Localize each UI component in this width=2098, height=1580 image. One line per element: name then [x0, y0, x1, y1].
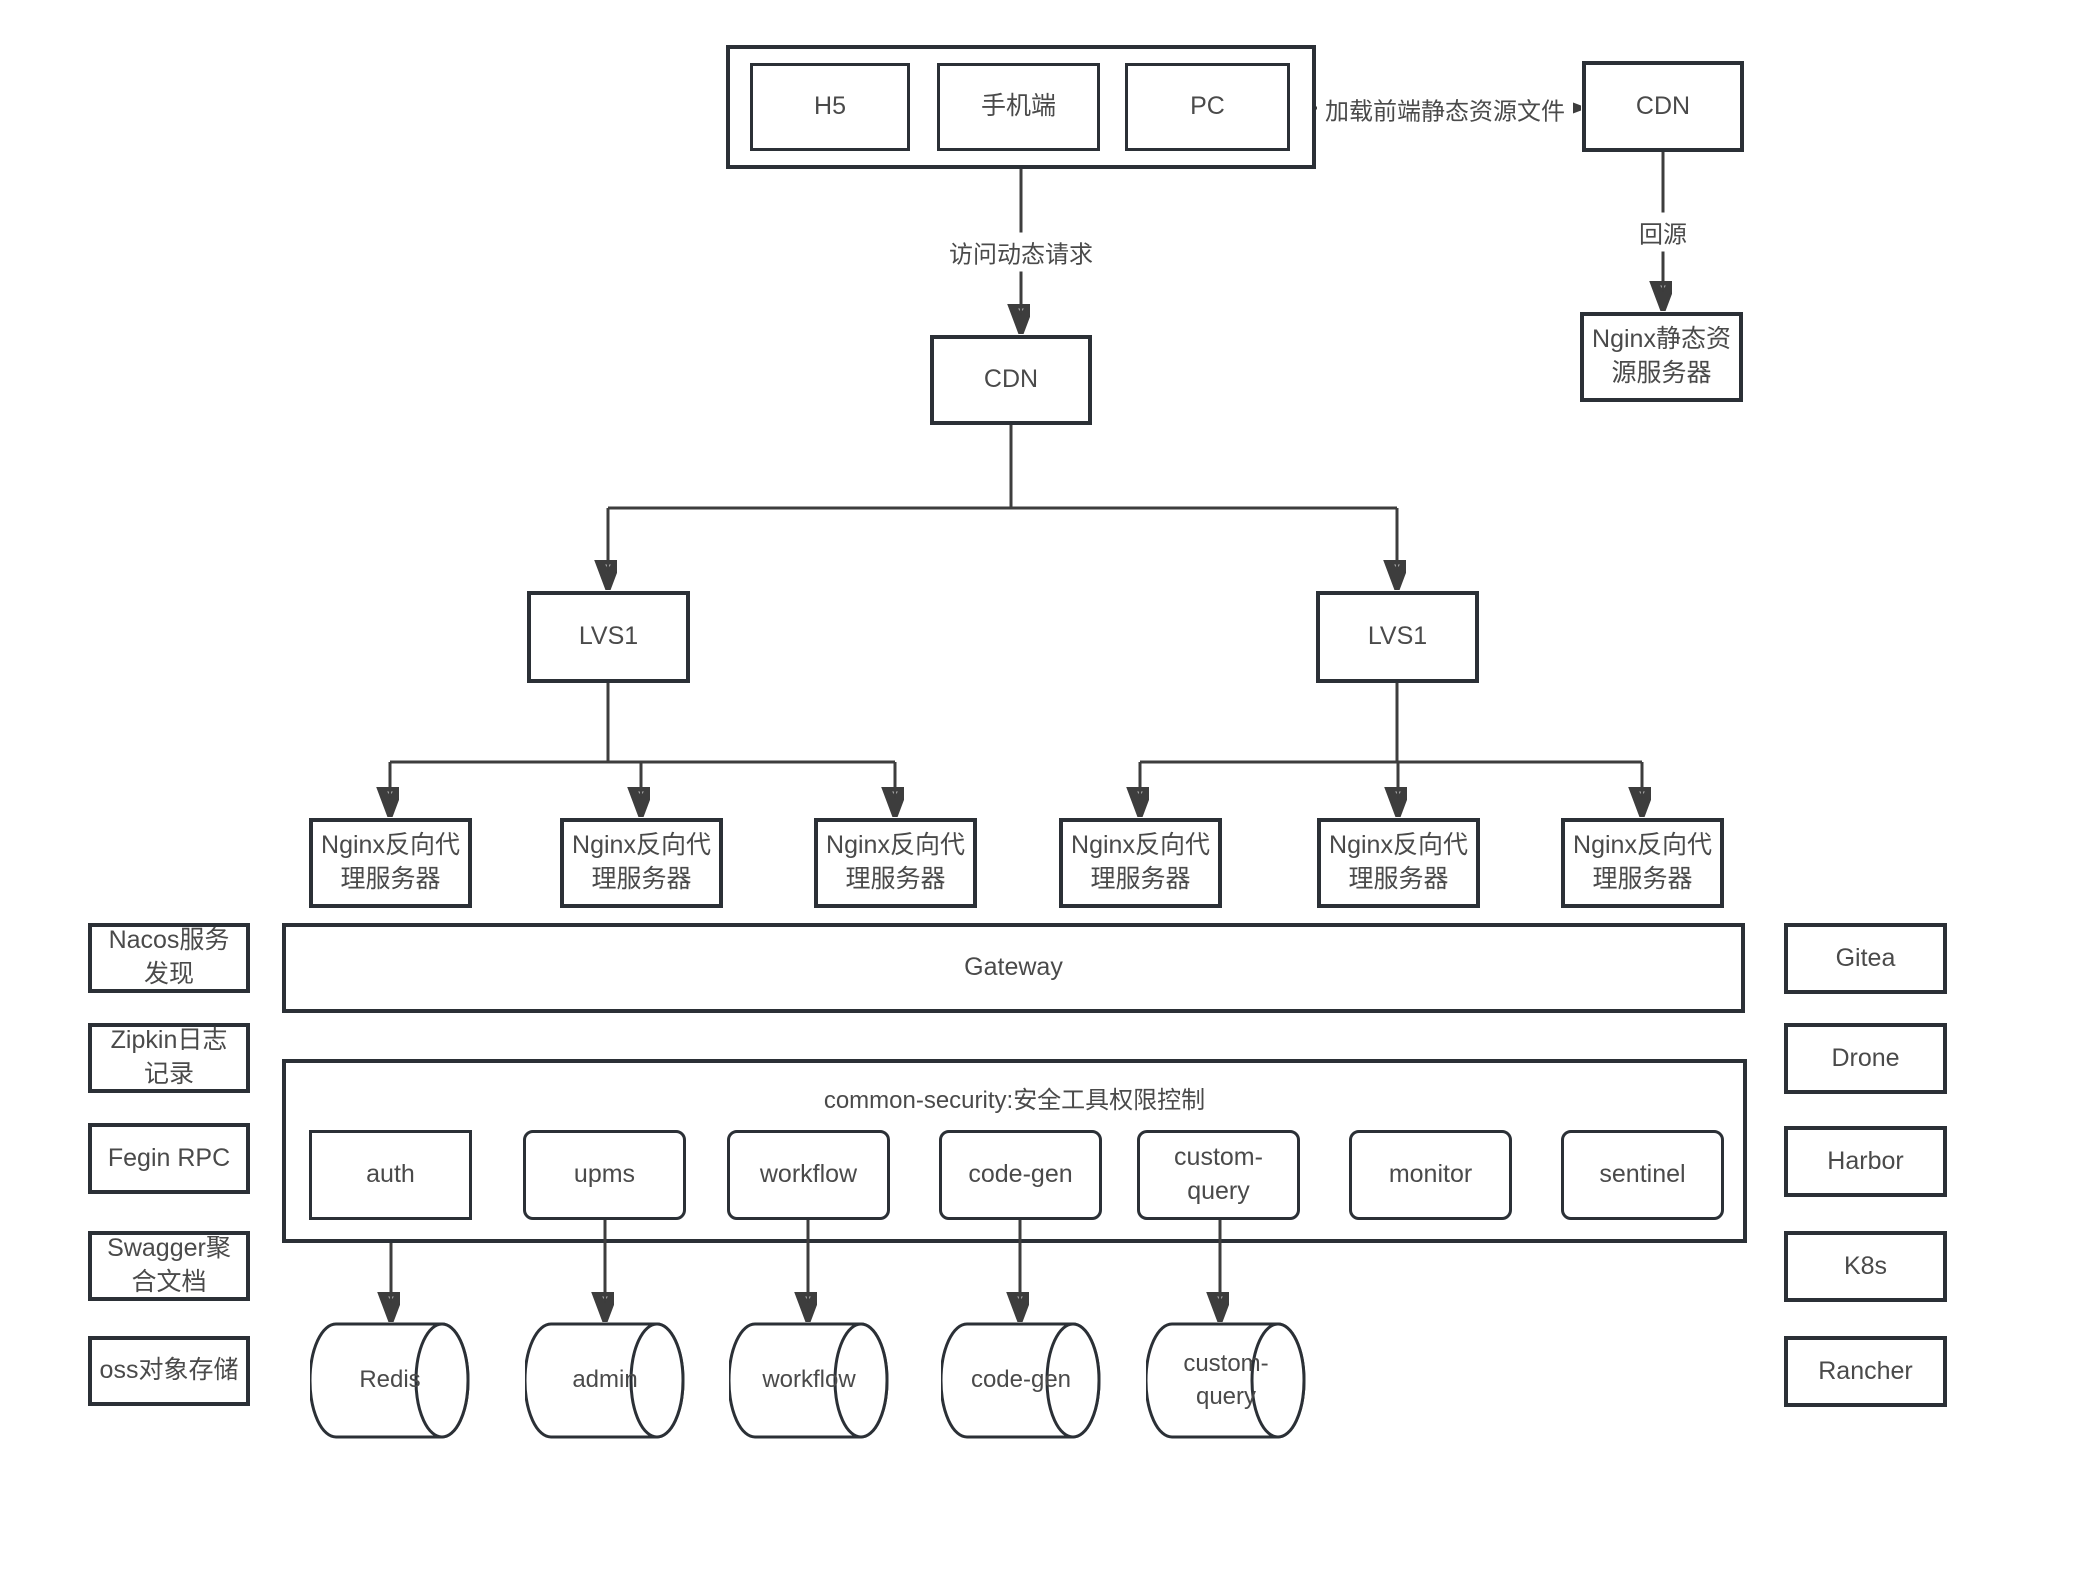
edge-cdn-split: [608, 425, 1397, 510]
nginx-proxy-4: Nginx反向代 理服务器: [1059, 818, 1222, 908]
edge-lvs-right-split: [1140, 683, 1642, 764]
client-mobile: 手机端: [937, 63, 1100, 151]
nginx-static-node: Nginx静态资 源服务器: [1580, 312, 1743, 402]
client-pc: PC: [1125, 63, 1290, 151]
service-upms: upms: [523, 1130, 686, 1220]
gateway-bar: Gateway: [282, 923, 1745, 1013]
db-label: Redis: [359, 1366, 421, 1394]
nginx-proxy-6: Nginx反向代 理服务器: [1561, 818, 1724, 908]
lvs1-left-node: LVS1: [527, 591, 690, 683]
security-title: common-security:安全工具权限控制: [823, 1086, 1206, 1114]
cdn-main-node: CDN: [930, 335, 1092, 425]
nginx-proxy-1: Nginx反向代 理服务器: [309, 818, 472, 908]
lvs1-right-node: LVS1: [1316, 591, 1479, 683]
tool-swagger: Swagger聚 合文档: [88, 1231, 250, 1301]
cdn-edge-node: CDN: [1582, 61, 1744, 152]
service-monitor: monitor: [1349, 1130, 1512, 1220]
db-label: custom- query: [1183, 1350, 1269, 1410]
tool-harbor: Harbor: [1784, 1126, 1947, 1197]
cylinder-shape: [310, 1322, 470, 1439]
db-label: code-gen: [970, 1366, 1072, 1394]
cylinder-shape: [1146, 1322, 1306, 1439]
edge-label-back-to-origin: 回源: [1631, 212, 1695, 252]
db-redis: Redis: [310, 1322, 470, 1439]
service-auth: auth: [309, 1130, 472, 1220]
service-sentinel: sentinel: [1561, 1130, 1724, 1220]
db-custom-query: custom- query: [1146, 1322, 1306, 1439]
edge-label-dynamic-request: 访问动态请求: [941, 232, 1101, 272]
cylinder-shape: [941, 1322, 1101, 1439]
service-custom-query: custom- query: [1137, 1130, 1300, 1220]
db-label: workflow: [762, 1366, 856, 1394]
cylinder-shape: [729, 1322, 889, 1439]
client-h5: H5: [750, 63, 910, 151]
db-admin: admin: [525, 1322, 685, 1439]
nginx-proxy-5: Nginx反向代 理服务器: [1317, 818, 1480, 908]
db-code-gen: code-gen: [941, 1322, 1101, 1439]
tool-gitea: Gitea: [1784, 923, 1947, 994]
tool-nacos: Nacos服务 发现: [88, 923, 250, 993]
edge-lvs-left-split: [390, 683, 895, 764]
service-code-gen: code-gen: [939, 1130, 1102, 1220]
tool-drone: Drone: [1784, 1023, 1947, 1094]
tool-oss: oss对象存储: [88, 1336, 250, 1406]
db-workflow: workflow: [729, 1322, 889, 1439]
tool-rancher: Rancher: [1784, 1336, 1947, 1407]
nginx-proxy-3: Nginx反向代 理服务器: [814, 818, 977, 908]
tool-zipkin: Zipkin日志 记录: [88, 1023, 250, 1093]
db-label: admin: [572, 1366, 638, 1394]
tool-k8s: K8s: [1784, 1231, 1947, 1302]
cylinder-shape: [525, 1322, 685, 1439]
service-workflow: workflow: [727, 1130, 890, 1220]
nginx-proxy-2: Nginx反向代 理服务器: [560, 818, 723, 908]
edge-label-load-static: 加载前端静态资源文件: [1317, 89, 1573, 129]
tool-fegin-rpc: Fegin RPC: [88, 1123, 250, 1194]
